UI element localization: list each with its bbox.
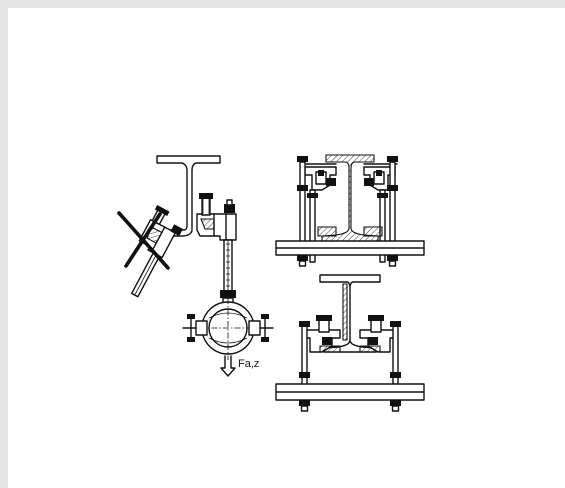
incorrect-mounting: [117, 205, 183, 298]
force-label: Fa,z: [238, 358, 259, 370]
side-view-assembly: Fa,z: [117, 155, 274, 377]
clamp-body: [196, 193, 237, 241]
pipe-ring-clamp: [182, 298, 274, 360]
front-view-upper: [275, 154, 425, 267]
front-view-lower: [275, 274, 425, 412]
force-arrow: [220, 355, 236, 377]
threaded-rod: [220, 239, 236, 305]
